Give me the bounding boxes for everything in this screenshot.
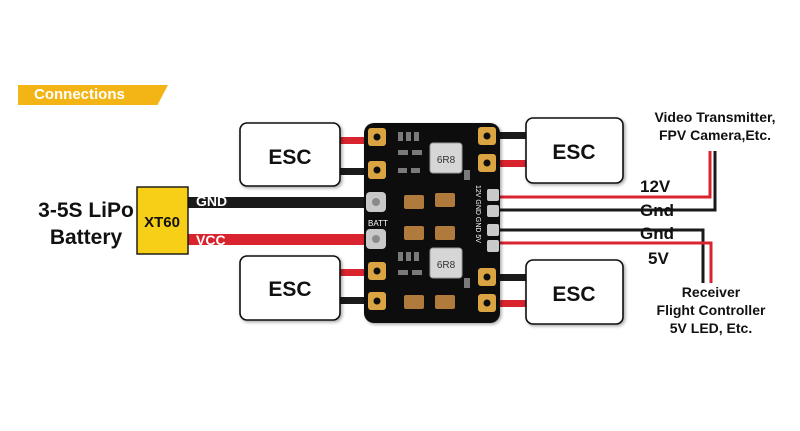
bottom-note-line: Flight Controller bbox=[656, 302, 766, 318]
top-output-note: Video Transmitter, FPV Camera,Etc. bbox=[640, 108, 790, 144]
esc-label: ESC bbox=[552, 141, 595, 164]
bottom-note-line: Receiver bbox=[681, 284, 741, 300]
esc-label: ESC bbox=[268, 278, 311, 301]
banner-title: Connections bbox=[34, 86, 125, 103]
battery-label-line2: Battery bbox=[49, 226, 123, 249]
esc-label: ESC bbox=[552, 283, 595, 306]
battery-pads bbox=[366, 192, 386, 249]
inductor-label: 6R8 bbox=[437, 155, 456, 166]
bottom-note-line: 5V LED, Etc. bbox=[669, 320, 753, 336]
output-gnd-bottom-label: Gnd bbox=[640, 224, 674, 243]
gnd-wire bbox=[188, 197, 374, 208]
esc-top-right: ESC bbox=[525, 117, 624, 184]
esc-pads bbox=[368, 127, 496, 312]
esc-top-left: ESC bbox=[239, 122, 341, 187]
esc-bottom-left: ESC bbox=[239, 255, 341, 321]
bottom-output-note: Receiver Flight Controller 5V LED, Etc. bbox=[636, 283, 786, 337]
xt60-label: XT60 bbox=[144, 214, 180, 231]
vcc-wire-label: VCC bbox=[196, 232, 226, 248]
output-pads bbox=[487, 189, 499, 252]
capacitors bbox=[404, 193, 455, 309]
output-gnd-top-label: Gnd bbox=[640, 201, 674, 220]
gnd-wire-label: GND bbox=[196, 193, 227, 209]
inductors: 6R8 6R8 bbox=[429, 142, 463, 279]
output-12v-label: 12V bbox=[640, 177, 671, 196]
battery-label: 3-5S LiPo Battery bbox=[30, 197, 142, 251]
xt60-connector: XT60 bbox=[136, 186, 189, 255]
top-note-line: FPV Camera,Etc. bbox=[658, 127, 772, 143]
output-wires bbox=[498, 151, 717, 283]
esc-wires bbox=[340, 132, 528, 307]
batt-label: BATT bbox=[368, 219, 388, 228]
inductor-label: 6R8 bbox=[437, 260, 456, 271]
section-banner: Connections bbox=[18, 85, 168, 105]
esc-label: ESC bbox=[268, 146, 311, 169]
battery-label-line1: 3-5S LiPo bbox=[38, 199, 134, 222]
pdb-board: BATT 6R8 6R8 bbox=[364, 123, 500, 323]
vcc-wire bbox=[188, 234, 374, 245]
output-pad-labels: 12V GND GND 5V bbox=[474, 185, 481, 243]
banner-background bbox=[18, 85, 168, 105]
smd-components bbox=[398, 132, 470, 288]
esc-bottom-right: ESC bbox=[525, 259, 624, 325]
top-note-line: Video Transmitter, bbox=[654, 109, 776, 125]
output-5v-label: 5V bbox=[648, 249, 669, 268]
